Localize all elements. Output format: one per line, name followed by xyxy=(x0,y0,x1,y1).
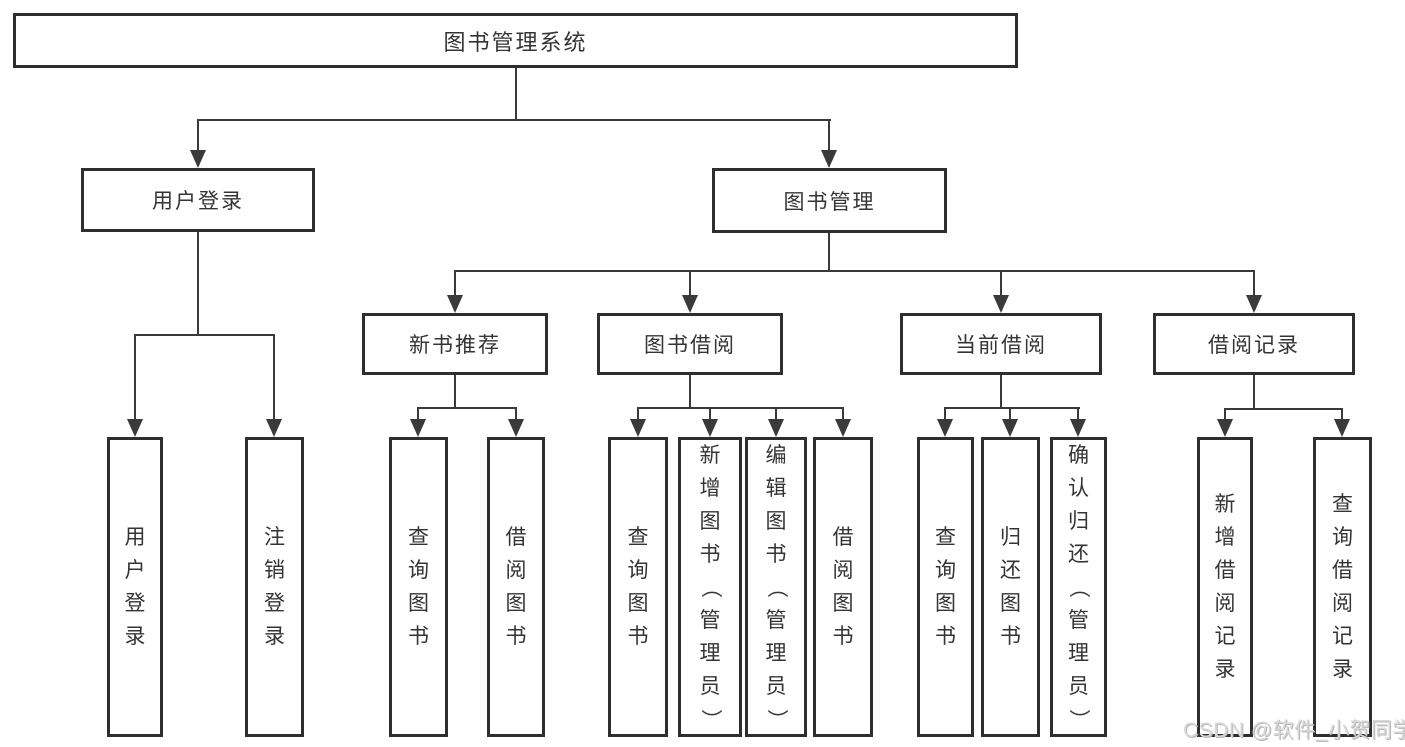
node-user-login: 用户登录 xyxy=(81,168,315,232)
arrowhead-icon xyxy=(508,419,524,437)
arrowhead-icon xyxy=(1070,419,1086,437)
arrowhead-icon xyxy=(1217,419,1233,437)
connector-line xyxy=(637,407,844,409)
connector-line xyxy=(273,334,275,421)
node-root-system: 图书管理系统 xyxy=(13,13,1018,68)
connector-line xyxy=(1000,270,1002,297)
arrowhead-icon xyxy=(993,295,1009,313)
leaf-add-borrow-record: 新增借阅记录 xyxy=(1197,437,1253,737)
arrowhead-icon xyxy=(702,419,718,437)
connector-line xyxy=(1341,408,1343,421)
arrowhead-icon xyxy=(821,150,837,168)
node-label: 图书管理 xyxy=(783,190,876,214)
node-label: 注销登录 xyxy=(264,526,285,648)
node-label: 新书推荐 xyxy=(409,334,501,357)
arrowhead-icon xyxy=(410,419,426,437)
connector-line xyxy=(197,232,199,336)
node-borrow-records: 借阅记录 xyxy=(1153,313,1355,375)
connector-line xyxy=(775,407,777,421)
arrowhead-icon xyxy=(1002,419,1018,437)
connector-line xyxy=(1253,375,1255,410)
connector-line xyxy=(515,407,517,421)
leaf-confirm-return-admin: 确认归还（管理员） xyxy=(1050,437,1107,737)
connector-line xyxy=(1009,407,1011,421)
leaf-query-borrow-record: 查询借阅记录 xyxy=(1313,437,1372,737)
node-label: 借阅记录 xyxy=(1208,334,1300,357)
node-label: 借阅图书 xyxy=(505,526,527,648)
node-label: 编辑图书（管理员） xyxy=(764,443,788,730)
connector-line xyxy=(1224,408,1226,421)
leaf-add-books-admin: 新增图书（管理员） xyxy=(678,437,742,737)
connector-line xyxy=(417,407,419,421)
leaf-logout: 注销登录 xyxy=(245,437,304,737)
node-label: 图书管理系统 xyxy=(443,29,588,55)
node-label: 确认归还（管理员） xyxy=(1067,443,1090,730)
leaf-borrow-books-2: 借阅图书 xyxy=(813,437,873,737)
csdn-watermark: CSDN @软件_小贺同学 xyxy=(1183,719,1405,742)
arrowhead-icon xyxy=(266,419,282,437)
connector-line xyxy=(944,407,1080,409)
connector-line xyxy=(689,270,691,297)
connector-line xyxy=(515,67,517,120)
node-label: 借阅图书 xyxy=(832,526,854,648)
connector-line xyxy=(197,119,199,152)
node-label: 查询借阅记录 xyxy=(1332,493,1353,681)
connector-line xyxy=(454,270,1255,272)
leaf-borrow-books-1: 借阅图书 xyxy=(487,437,545,737)
arrowhead-icon xyxy=(630,419,646,437)
connector-line xyxy=(454,375,456,409)
leaf-return-books: 归还图书 xyxy=(981,437,1040,737)
leaf-query-books-1: 查询图书 xyxy=(389,437,448,737)
connector-line xyxy=(828,233,830,272)
node-label: 查询图书 xyxy=(935,526,956,648)
connector-line xyxy=(1253,270,1255,297)
arrowhead-icon xyxy=(682,295,698,313)
connector-line xyxy=(689,375,691,409)
node-label: 归还图书 xyxy=(1000,526,1021,648)
node-label: 新增图书（管理员） xyxy=(698,443,722,730)
connector-line xyxy=(637,407,639,421)
connector-line xyxy=(944,407,946,421)
connector-line xyxy=(709,407,711,421)
node-label: 用户登录 xyxy=(124,526,146,648)
arrowhead-icon xyxy=(1334,419,1350,437)
arrowhead-icon xyxy=(127,419,143,437)
arrowhead-icon xyxy=(1246,295,1262,313)
arrowhead-icon xyxy=(447,295,463,313)
connector-line xyxy=(1000,375,1002,409)
connector-line xyxy=(417,407,517,409)
leaf-query-books-2: 查询图书 xyxy=(608,437,668,737)
arrowhead-icon xyxy=(937,419,953,437)
arrowhead-icon xyxy=(768,419,784,437)
arrowhead-icon xyxy=(190,150,206,168)
connector-line xyxy=(134,334,275,336)
node-book-borrow: 图书借阅 xyxy=(597,313,783,375)
connector-line xyxy=(828,119,830,152)
connector-line xyxy=(842,407,844,421)
node-label: 图书借阅 xyxy=(644,334,736,357)
node-current-borrow: 当前借阅 xyxy=(900,313,1102,375)
connector-line xyxy=(134,334,136,421)
node-new-book-recommend: 新书推荐 xyxy=(362,313,548,375)
node-label: 新增借阅记录 xyxy=(1214,493,1236,681)
leaf-edit-books-admin: 编辑图书（管理员） xyxy=(745,437,807,737)
node-label: 当前借阅 xyxy=(955,334,1047,357)
connector-line xyxy=(1077,407,1079,421)
leaf-user-login: 用户登录 xyxy=(107,437,163,737)
node-label: 查询图书 xyxy=(627,526,649,648)
connector-line xyxy=(454,270,456,297)
connector-line xyxy=(1224,408,1343,410)
node-label: 用户登录 xyxy=(152,190,244,213)
arrowhead-icon xyxy=(835,419,851,437)
node-book-management: 图书管理 xyxy=(712,168,947,233)
node-label: 查询图书 xyxy=(408,526,429,648)
leaf-query-books-3: 查询图书 xyxy=(917,437,974,737)
connector-line xyxy=(197,119,831,121)
